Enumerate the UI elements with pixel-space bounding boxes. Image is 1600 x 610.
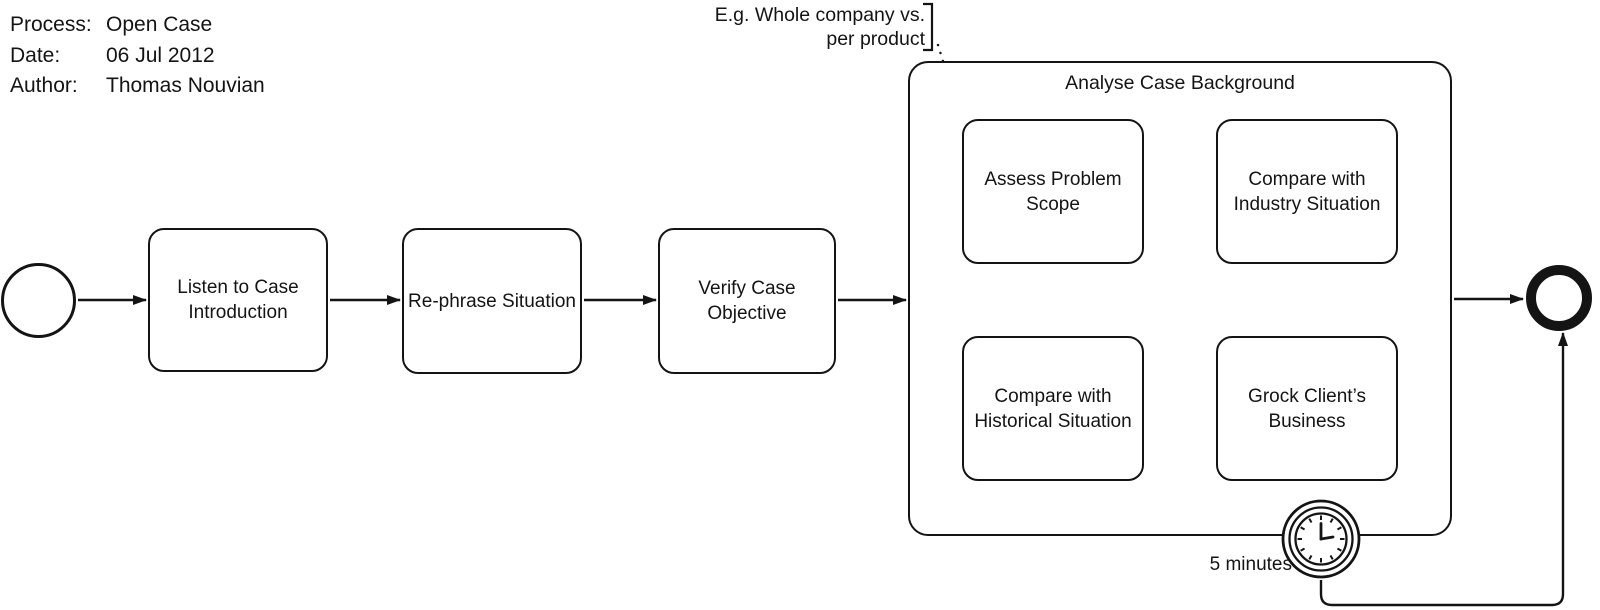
subtask-label: Grock Client’s Business [1248,385,1366,432]
text-annotation: E.g. Whole company vs. per product [715,3,925,51]
subtask-label: Compare with Historical Situation [974,385,1132,432]
subtask-compare-with-historical-situation: Compare with Historical Situation [962,336,1144,481]
subprocess-title: Analyse Case Background [1065,72,1295,94]
timer-label: 5 minutes [1209,554,1292,575]
metadata-row-author: Author: Thomas Nouvian [10,71,265,102]
end-event [1526,265,1592,331]
timer-clock-icon [1281,499,1361,579]
task-rephrase-situation: Re-phrase Situation [402,228,582,374]
task-label: Listen to Case Introduction [177,277,299,323]
task-label: Verify Case Objective [698,278,796,324]
task-label: Re-phrase Situation [408,290,576,312]
task-verify-case-objective: Verify Case Objective [658,228,836,374]
diagram-metadata: Process: Open Case Date: 06 Jul 2012 Aut… [10,10,265,102]
timer-boundary-event [1281,499,1361,579]
annotation-line-2: per product [826,28,925,50]
date-label: Date: [10,43,61,67]
annotation-line-1: E.g. Whole company vs. [714,4,925,26]
annotation-bracket [923,2,934,52]
process-label: Process: [10,13,92,36]
subtask-label: Assess Problem Scope [984,168,1122,215]
subtask-grock-clients-business: Grock Client’s Business [1216,336,1398,481]
date-value: 06 Jul 2012 [106,43,215,67]
sequence-flow-timer-to-end [1319,332,1568,607]
metadata-row-process: Process: Open Case [10,10,265,41]
start-event [1,263,76,338]
author-label: Author: [10,74,78,97]
process-value: Open Case [106,13,213,36]
metadata-row-date: Date: 06 Jul 2012 [10,41,265,72]
subtask-assess-problem-scope: Assess Problem Scope [962,119,1144,264]
subtask-label: Compare with Industry Situation [1233,168,1381,215]
task-listen-to-case-introduction: Listen to Case Introduction [148,228,328,372]
author-value: Thomas Nouvian [106,74,265,97]
subtask-compare-with-industry-situation: Compare with Industry Situation [1216,119,1398,264]
